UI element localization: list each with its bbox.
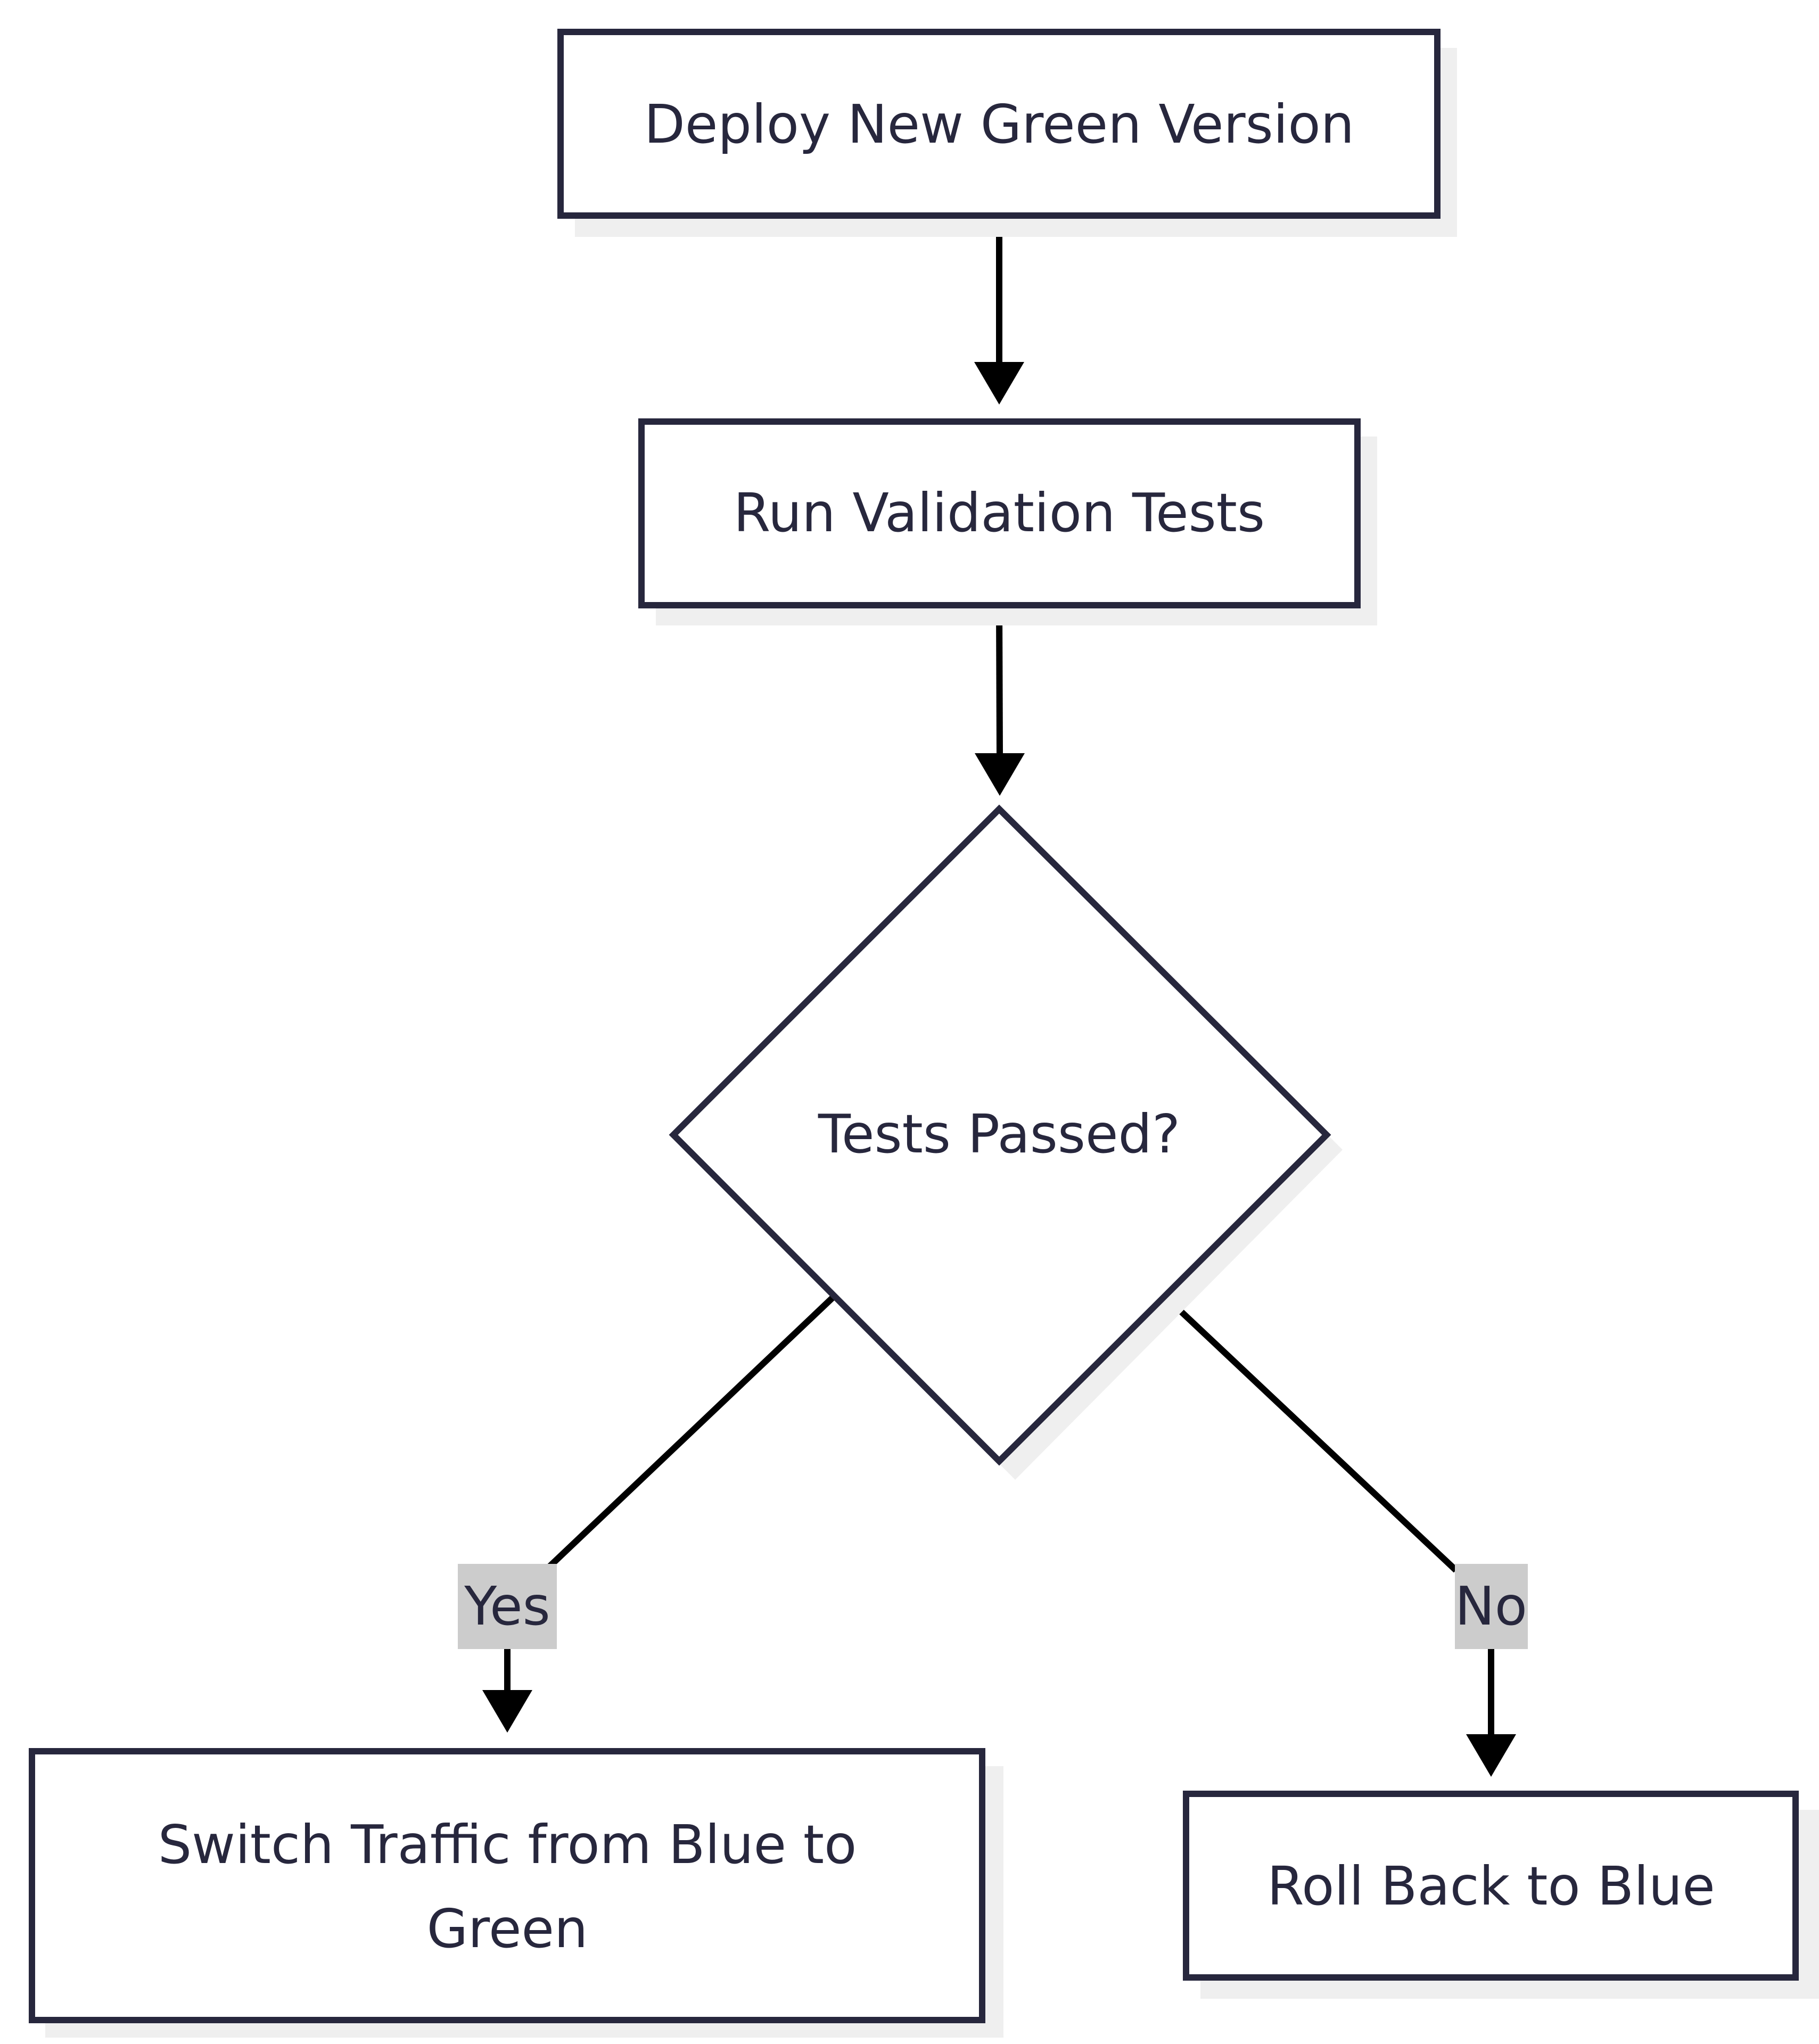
node-label: Run Validation Tests (734, 482, 1265, 544)
edge-label-yes: Yes (458, 1564, 557, 1649)
node-roll-back-to-blue: Roll Back to Blue (1183, 1791, 1819, 1999)
edge-decision-to-switch (482, 1295, 836, 1733)
node-label-line1: Switch Traffic from Blue to (158, 1814, 857, 1876)
node-label-line2: Green (427, 1898, 588, 1960)
edge-validate-to-decision (975, 606, 1025, 796)
node-run-validation-tests: Run Validation Tests (638, 418, 1377, 625)
node-deploy-new-green-version: Deploy New Green Version (557, 29, 1457, 237)
edge-deploy-to-validate (974, 218, 1024, 405)
node-tests-passed-decision: Tests Passed? (669, 804, 1343, 1480)
edge-label-no: No (1455, 1564, 1528, 1649)
node-switch-traffic: Switch Traffic from Blue to Green (29, 1748, 1003, 2038)
node-label: Deploy New Green Version (644, 93, 1354, 155)
edge-label-background (1455, 1564, 1528, 1649)
edge-label-background (458, 1564, 557, 1649)
edge-label-text: No (1455, 1575, 1527, 1637)
node-label: Tests Passed? (818, 1103, 1180, 1165)
edge-label-text: Yes (464, 1575, 550, 1637)
node-label: Roll Back to Blue (1267, 1855, 1715, 1917)
edge-decision-to-rollback (1163, 1295, 1516, 1777)
